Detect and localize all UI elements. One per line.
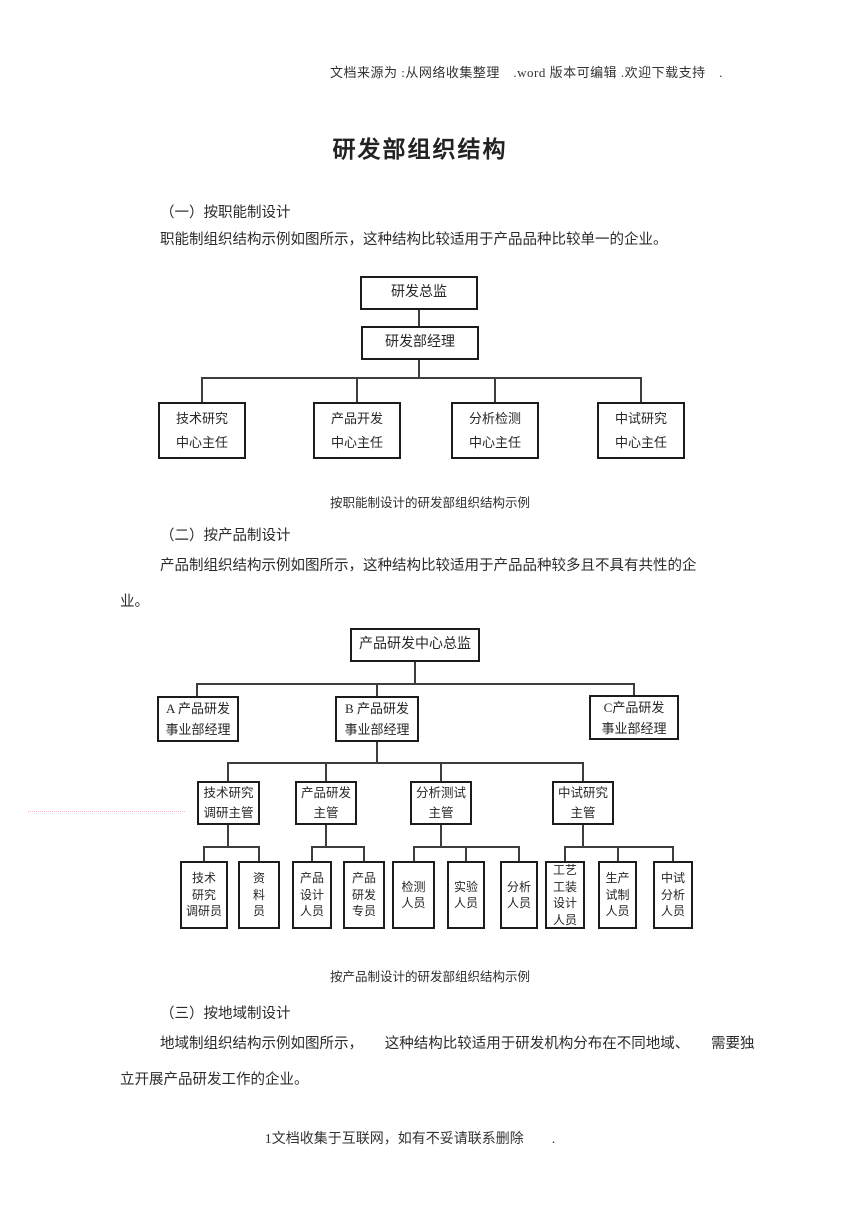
org-node-product-design-staff: 产品 设计 人员 xyxy=(292,861,332,929)
org-node-analysis-test-center-chief: 分析检测 中心主任 xyxy=(451,402,539,459)
connector-line xyxy=(672,846,674,861)
connector-line xyxy=(617,846,619,861)
connector-line xyxy=(311,846,365,848)
connector-line xyxy=(203,846,260,848)
org-node-division-c-manager: C产品研发 事业部经理 xyxy=(589,695,679,740)
connector-line xyxy=(418,360,420,377)
chart-1-caption: 按职能制设计的研发部组织结构示例 xyxy=(329,496,530,510)
connector-line xyxy=(582,825,584,846)
connector-line xyxy=(465,846,467,861)
section-3-body: 地域制组织结构示例如图所示， 这种结构比较适用于研发机构分布在不同地域、 需要独… xyxy=(120,1036,755,1088)
connector-line xyxy=(203,846,205,861)
org-node-product-rd-supervisor: 产品研发 主管 xyxy=(295,781,357,825)
section-3-heading: （三）按地域制设计 xyxy=(160,1006,291,1022)
connector-line xyxy=(376,683,378,696)
connector-line xyxy=(201,377,642,379)
connector-line xyxy=(640,377,642,402)
org-node-inspection-staff: 检测 人员 xyxy=(392,861,435,929)
connector-line xyxy=(325,825,327,846)
connector-line xyxy=(227,762,229,781)
connector-line xyxy=(311,846,313,861)
scan-artifact-dotted-line xyxy=(28,811,185,812)
section-2-heading: （二）按产品制设计 xyxy=(160,528,291,544)
connector-line xyxy=(414,662,416,683)
connector-line xyxy=(258,846,260,861)
connector-line xyxy=(440,762,442,781)
org-node-pilot-analysis-staff: 中试 分析 人员 xyxy=(653,861,693,929)
org-node-division-a-manager: A 产品研发 事业部经理 xyxy=(157,696,239,742)
org-node-rd-dept-manager: 研发部经理 xyxy=(361,326,479,360)
connector-line xyxy=(356,377,358,402)
header-note: 文档来源为 :从网络收集整理 .word 版本可编辑 .欢迎下载支持 . xyxy=(330,65,723,80)
org-node-product-dev-center-chief: 产品开发 中心主任 xyxy=(313,402,401,459)
section-1-heading: （一）按职能制设计 xyxy=(160,205,291,221)
section-2-body: 产品制组织结构示例如图所示，这种结构比较适用于产品品种较多且不具有共性的企 业。 xyxy=(120,558,697,610)
connector-line xyxy=(227,762,584,764)
connector-line xyxy=(440,825,442,846)
footer-note: 1文档收集于互联网，如有不妥请联系删除 . xyxy=(264,1132,556,1147)
org-node-tech-research-center-chief: 技术研究 中心主任 xyxy=(158,402,246,459)
connector-line xyxy=(564,846,674,848)
connector-line xyxy=(518,846,520,861)
org-node-analysis-test-supervisor: 分析测试 主管 xyxy=(410,781,472,825)
org-node-production-trial-staff: 生产 试制 人员 xyxy=(598,861,637,929)
chart-2-caption: 按产品制设计的研发部组织结构示例 xyxy=(329,970,530,984)
org-node-tech-research-investigator: 技术 研究 调研员 xyxy=(180,861,228,929)
section-1-body: 职能制组织结构示例如图所示，这种结构比较适用于产品品种比较单一的企业。 xyxy=(160,232,668,248)
org-node-rd-director: 研发总监 xyxy=(360,276,478,310)
connector-line xyxy=(418,310,420,326)
org-node-pilot-research-center-chief: 中试研究 中心主任 xyxy=(597,402,685,459)
org-node-product-rd-specialist: 产品 研发 专员 xyxy=(343,861,385,929)
org-node-process-tooling-design-staff: 工艺 工装 设计 人员 xyxy=(545,861,585,929)
connector-line xyxy=(413,846,415,861)
connector-line xyxy=(494,377,496,402)
org-node-tech-research-supervisor: 技术研究 调研主管 xyxy=(197,781,260,825)
org-node-archivist: 资 料 员 xyxy=(238,861,280,929)
org-node-division-b-manager: B 产品研发 事业部经理 xyxy=(335,696,419,742)
connector-line xyxy=(325,762,327,781)
connector-line xyxy=(201,377,203,402)
page-title: 研发部组织结构 xyxy=(332,137,508,162)
connector-line xyxy=(582,762,584,781)
org-node-pilot-research-supervisor: 中试研究 主管 xyxy=(552,781,614,825)
org-node-experiment-staff: 实验 人员 xyxy=(447,861,485,929)
connector-line xyxy=(633,683,635,695)
connector-line xyxy=(227,825,229,846)
connector-line xyxy=(564,846,566,861)
connector-line xyxy=(196,683,635,685)
org-node-analysis-staff: 分析 人员 xyxy=(500,861,538,929)
connector-line xyxy=(376,742,378,762)
org-node-product-rd-center-director: 产品研发中心总监 xyxy=(350,628,480,662)
connector-line xyxy=(196,683,198,696)
connector-line xyxy=(363,846,365,861)
